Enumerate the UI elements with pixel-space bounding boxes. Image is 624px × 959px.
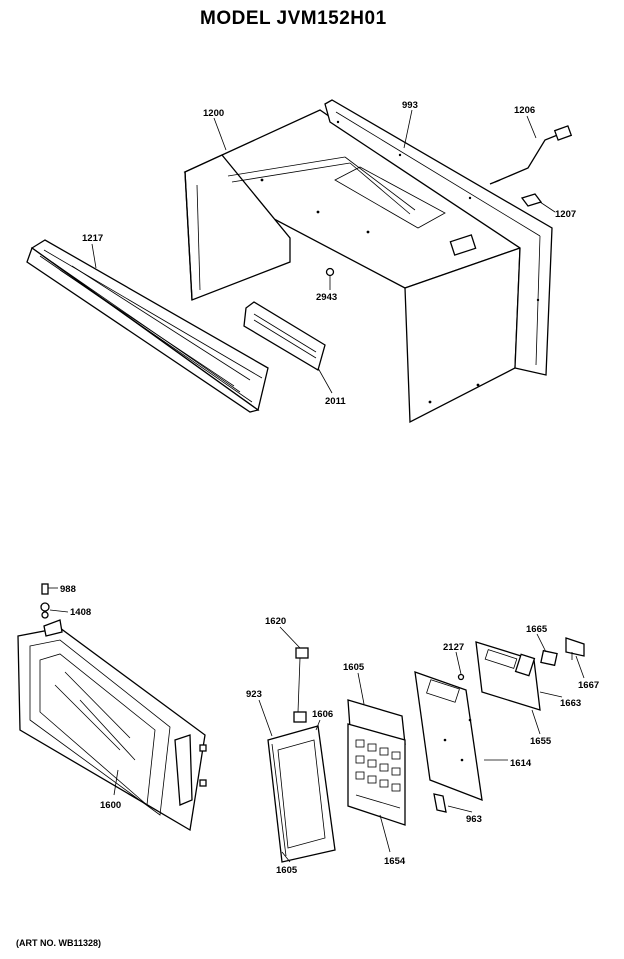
callout-1665: 1665 [526, 624, 548, 635]
filter-panel-part [243, 301, 326, 371]
screw-part [457, 673, 465, 681]
interlock-switch-part [293, 647, 309, 723]
callout-1217: 1217 [82, 233, 103, 244]
callout-1200: 1200 [203, 108, 224, 119]
callout-1605-top: 1605 [343, 662, 365, 673]
callout-993: 993 [402, 100, 418, 111]
callout-963: 963 [466, 814, 482, 825]
small-clip-part [433, 793, 447, 813]
outer-cabinet-part [183, 109, 522, 424]
callout-1600: 1600 [100, 800, 121, 811]
callout-1207: 1207 [555, 209, 576, 220]
art-number: (ART NO. WB11328) [16, 938, 102, 948]
callout-1620: 1620 [265, 616, 286, 627]
callout-923: 923 [246, 689, 262, 700]
model-title: MODEL JVM152H01 [200, 8, 387, 29]
connector-part [565, 637, 585, 660]
control-board-part [414, 671, 483, 802]
back-panel-part [324, 99, 553, 376]
callout-1654: 1654 [384, 856, 406, 867]
callout-1614: 1614 [510, 758, 532, 769]
callout-2127: 2127 [443, 642, 464, 653]
leader-lines [48, 109, 585, 863]
callout-1206: 1206 [514, 105, 535, 116]
fastener-part [325, 267, 335, 277]
door-assembly-part [17, 619, 207, 832]
callout-1408: 1408 [70, 607, 91, 618]
control-frame-part [267, 725, 336, 863]
callout-1655: 1655 [530, 736, 552, 747]
front-grille-part [26, 239, 269, 413]
latch-spring-part [40, 583, 50, 619]
power-board-part [475, 641, 541, 711]
callout-1605-bottom: 1605 [276, 865, 298, 876]
callout-1663: 1663 [560, 698, 581, 709]
touch-keypad-part [347, 723, 406, 826]
mounting-bracket-part [540, 649, 558, 667]
cord-clip-part [520, 193, 543, 207]
callout-2011: 2011 [325, 396, 346, 407]
callout-1606: 1606 [312, 709, 333, 720]
callout-1667: 1667 [578, 680, 599, 691]
power-cord-part [489, 125, 573, 185]
callout-988: 988 [60, 584, 76, 595]
callout-2943: 2943 [316, 292, 337, 303]
